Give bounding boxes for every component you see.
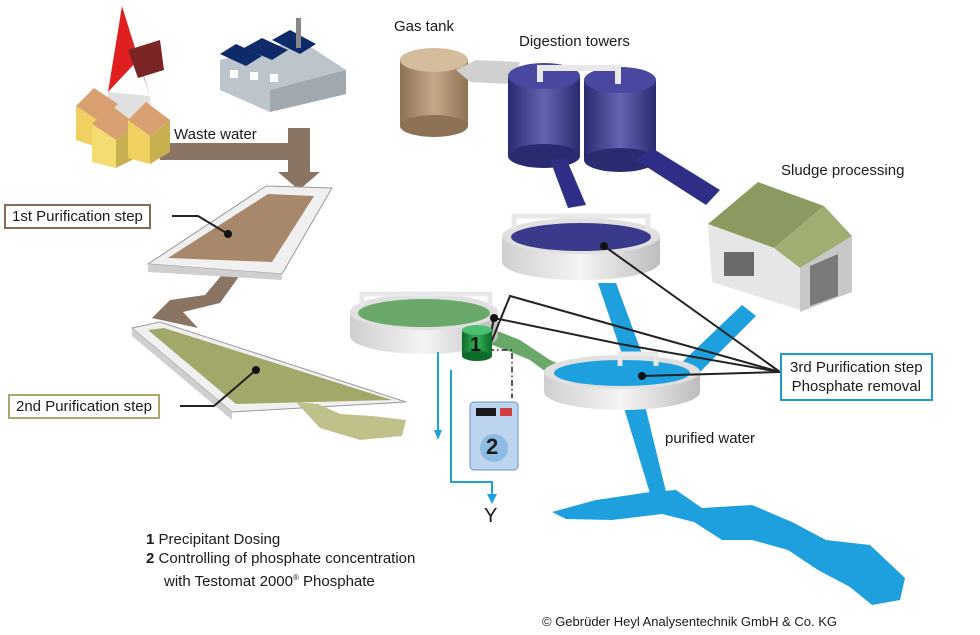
testomat-device-icon <box>469 401 519 471</box>
waste-water-label: Waste water <box>174 126 257 143</box>
waste-water-pipes <box>152 128 320 328</box>
digested-sludge-basin <box>502 213 660 281</box>
sludge-processing-building-icon <box>708 182 852 312</box>
legend-item-2-continuation: with Testomat 2000® Phosphate <box>146 568 415 591</box>
legend-item-2-line2: with Testomat 2000 <box>164 573 293 590</box>
dosing-pump-icon <box>462 325 492 361</box>
legend: 1 Precipitant Dosing 2 Controlling of ph… <box>146 530 415 591</box>
legend-item-2-number: 2 <box>146 550 155 567</box>
registered-mark: ® <box>292 573 299 582</box>
sludge-processing-label: Sludge processing <box>781 162 905 179</box>
green-clarifier-basin <box>350 291 498 354</box>
copyright-notice: © Gebrüder Heyl Analysentechnik GmbH & C… <box>542 614 837 629</box>
basin-1st-step <box>146 185 333 280</box>
gas-tank-icon <box>400 48 520 137</box>
gas-tank-label: Gas tank <box>394 18 455 35</box>
testomat-marker: 2 <box>486 434 499 459</box>
basin-2nd-step <box>130 321 407 440</box>
legend-item-1-text: Precipitant Dosing <box>158 531 281 548</box>
label-connector-lines <box>172 215 781 407</box>
factory-icon <box>220 18 346 112</box>
step3-label-line2: Phosphate removal <box>791 378 921 395</box>
legend-item-1: 1 Precipitant Dosing <box>146 530 415 549</box>
dosing-marker: 1 <box>470 334 482 356</box>
settled-water-flow <box>484 328 568 372</box>
purified-water-label: purified water <box>665 430 756 447</box>
step3-label-line1: 3rd Purification step <box>790 359 923 376</box>
town-houses-icon <box>76 6 170 168</box>
digestion-towers-label: Digestion towers <box>519 33 630 50</box>
legend-item-2-line2-end: Phosphate <box>298 573 375 590</box>
label-connector-dots <box>224 230 646 380</box>
legend-item-2-text: Controlling of phosphate concentration <box>158 550 416 567</box>
step1-label: 1st Purification step <box>4 204 151 229</box>
step3-label: 3rd Purification step Phosphate removal <box>780 353 933 401</box>
legend-item-2: 2 Controlling of phosphate concentration <box>146 549 415 568</box>
phosphate-removal-basin <box>544 351 700 410</box>
legend-item-1-number: 1 <box>146 531 155 548</box>
drain-symbol: Y <box>484 505 498 527</box>
digestion-towers-icon <box>508 63 720 208</box>
step2-label: 2nd Purification step <box>8 394 160 419</box>
